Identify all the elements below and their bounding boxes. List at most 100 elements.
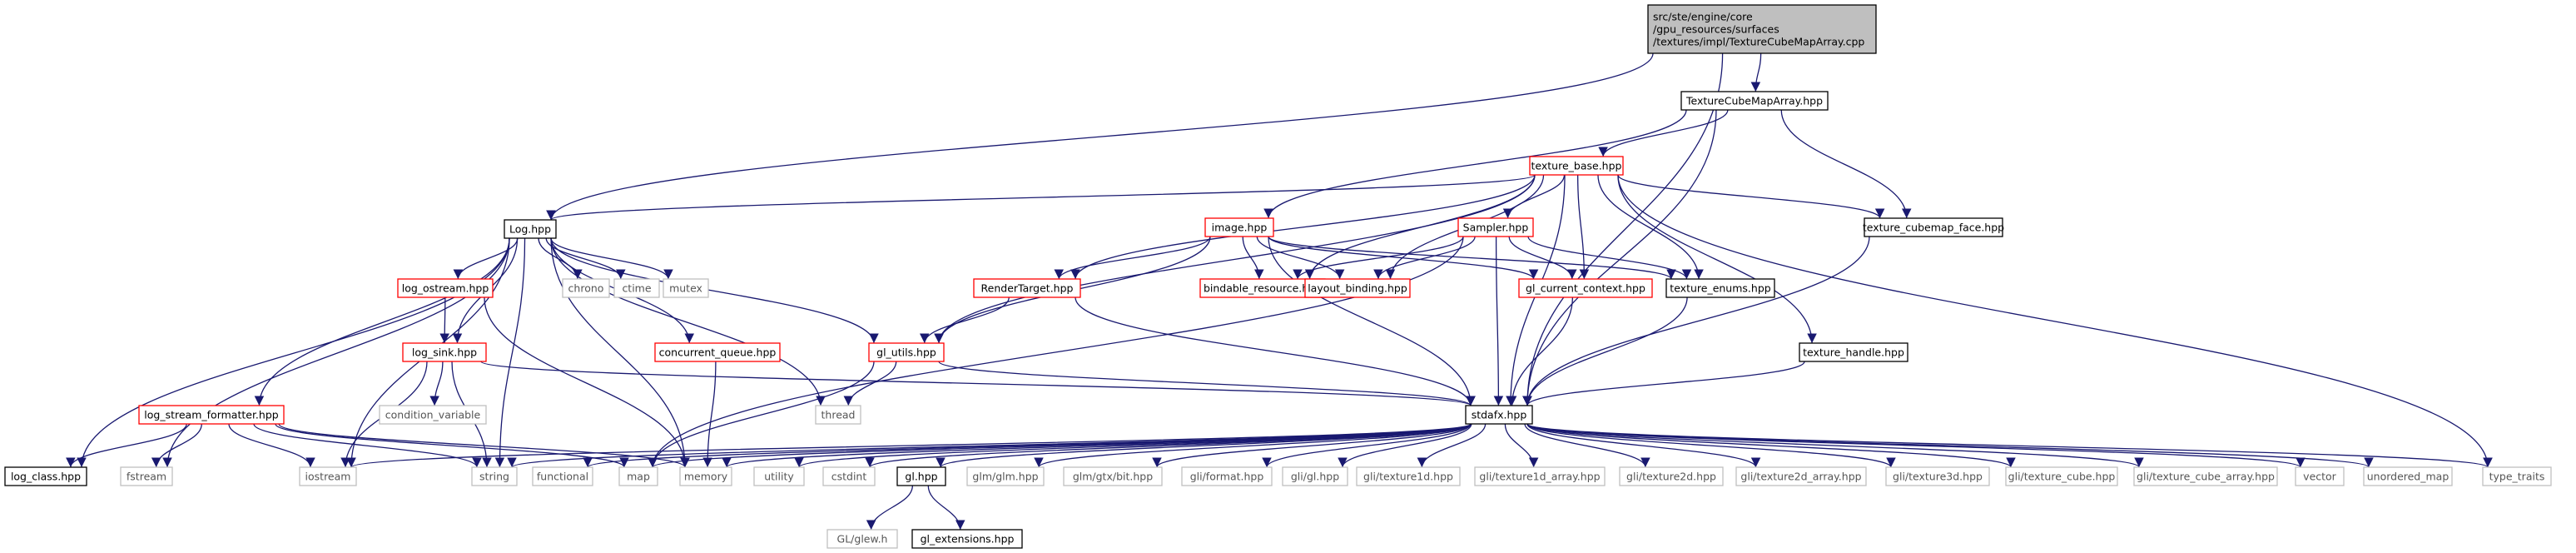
dependency-edge [480,361,1476,406]
dependency-edge [1750,52,1762,92]
edge-stdafx_hpp-to-glm_gtx_bit_hpp [1152,423,1472,468]
node-label: condition_variable [385,408,481,421]
node-box [2482,466,2552,486]
dependency-edge [1054,236,1211,280]
node-layout-binding-hpp[interactable]: layout_binding.hpp [1304,278,1411,298]
node-texture-handle-hpp[interactable]: texture_handle.hpp [1799,342,1908,362]
node-label: iostream [305,470,351,482]
edge-stdafx_hpp-to-string [507,423,1472,468]
node-RenderTarget-hpp[interactable]: RenderTarget.hpp [973,278,1081,298]
edge-texture_base_hpp-to-texture_handle_hpp [1617,174,1817,344]
node-label: fstream [127,470,166,482]
node-label: image.hpp [1212,221,1268,233]
edge-Log_hpp-to-fstream [162,237,510,468]
dependency-edge [1493,236,1504,406]
node-box [2295,466,2345,486]
edge-log_stream_formatter_hpp-to-map [275,423,629,468]
dependency-edge [1242,236,1264,280]
node-label: /gpu_resources/surfaces [1653,22,1779,35]
node-label: gli/gl.hpp [1291,470,1339,482]
node-box [4,466,87,486]
node-gl-current-context-hpp[interactable]: gl_current_context.hpp [1518,278,1653,298]
edge-Log_hpp-to-log_class_hpp [77,237,510,468]
node-log-sink-hpp[interactable]: log_sink.hpp [402,342,487,362]
node-log-class-hpp[interactable]: log_class.hpp [4,466,87,486]
node-box [1474,466,1606,486]
node-label: log_sink.hpp [412,346,477,358]
edge-Log_hpp-to-mutex [550,237,673,280]
dependency-edge [77,237,510,468]
edge-stdafx_hpp-to-iostream [346,423,1472,468]
node-Sampler-hpp[interactable]: Sampler.hpp [1457,217,1534,237]
dependency-edge [278,423,690,468]
dependency-edge [546,52,1654,221]
edge-stdafx_hpp-to-gli_texture_cube_array_hpp [1526,423,2144,468]
dependency-edge [1597,174,1704,280]
edge-log_ostream_hpp-to-log_sink_hpp [439,296,450,344]
node-texture-base-hpp[interactable]: texture_base.hpp [1529,156,1624,176]
node-label: texture_handle.hpp [1803,346,1904,358]
node-log-ostream-hpp[interactable]: log_ostream.hpp [397,278,494,298]
node-label: RenderTarget.hpp [981,281,1074,294]
dependency-edge [934,174,1536,344]
dependency-edge [346,423,1472,468]
edge-root-to-stdafx_hpp [1522,52,1724,406]
node-ctime: ctime [613,278,660,298]
node-box [397,278,494,298]
node-label: gli/texture2d_array.hpp [1740,470,1861,482]
node-TextureCubeMapArray-hpp[interactable]: TextureCubeMapArray.hpp [1680,91,1829,111]
node-label: cstdint [831,470,867,482]
edge-texture_base_hpp-to-RenderTarget_hpp [1070,174,1536,280]
edge-stdafx_hpp-to-memory [722,423,1472,468]
edge-gl_utils_hpp-to-thread [843,361,897,406]
node-label: Log.hpp [509,222,551,235]
dependency-edge [1526,423,1761,468]
node-stdafx-hpp[interactable]: stdafx.hpp [1465,405,1533,425]
node-root[interactable]: src/ste/engine/core/gpu_resources/surfac… [1647,4,1877,54]
dependency-edge [1152,423,1472,468]
node-texture-cubemap-face-hpp[interactable]: texture_cubemap_face.hpp [1863,217,2004,237]
edge-log_stream_formatter_hpp-to-log_class_hpp [66,423,187,468]
node-box [822,466,876,486]
node-box [896,466,946,486]
node-log-stream-formatter-hpp[interactable]: log_stream_formatter.hpp [138,405,285,425]
edge-image_hpp-to-bindable_resource_hpp [1242,236,1264,280]
node-gli-texture1d-hpp: gli/texture1d.hpp [1356,466,1461,486]
node-Log-hpp[interactable]: Log.hpp [504,219,557,239]
dependency-edge [866,485,913,531]
node-image-hpp[interactable]: image.hpp [1204,217,1274,237]
edge-image_hpp-to-RenderTarget_hpp [1054,236,1211,280]
edge-texture_base_hpp-to-gl_current_context_hpp [1577,174,1590,280]
dependency-edge [1417,423,1487,468]
dependency-edge [546,174,1536,221]
edge-texture_base_hpp-to-gl_utils_hpp [934,174,1536,344]
node-label: ctime [622,281,651,294]
node-label: utility [764,470,794,482]
node-box [2363,466,2453,486]
dependency-edge [253,423,482,468]
node-label: texture_cubemap_face.hpp [1863,221,2004,233]
node-gl-hpp[interactable]: gl.hpp [896,466,946,486]
dependency-edge [1577,174,1590,280]
node-box [532,466,593,486]
edge-stdafx_hpp-to-gli_texture1d_array_hpp [1504,423,1539,468]
node-gli-texture1d-array-hpp: gli/texture1d_array.hpp [1474,466,1606,486]
dependency-edge [1526,423,2144,468]
node-label: texture_base.hpp [1531,159,1622,172]
node-gl-utils-hpp[interactable]: gl_utils.hpp [868,342,945,362]
node-gl-extensions-hpp[interactable]: gl_extensions.hpp [911,529,1023,549]
dependency-edge [66,423,187,468]
edge-stdafx_hpp-to-functional [583,423,1472,468]
dependency-edge [648,361,875,468]
node-box [973,278,1081,298]
dependency-edge [453,237,519,280]
node-map: map [618,466,658,486]
node-box [1680,91,1829,111]
node-label: stdafx.hpp [1472,408,1527,421]
edge-RenderTarget_hpp-to-stdafx_hpp [1075,296,1476,406]
dependency-edge [1268,236,1539,280]
node-label: unordered_map [2367,470,2449,482]
node-concurrent-queue-hpp[interactable]: concurrent_queue.hpp [654,342,781,362]
node-texture-enums-hpp[interactable]: texture_enums.hpp [1665,278,1775,298]
node-box [1529,156,1624,176]
